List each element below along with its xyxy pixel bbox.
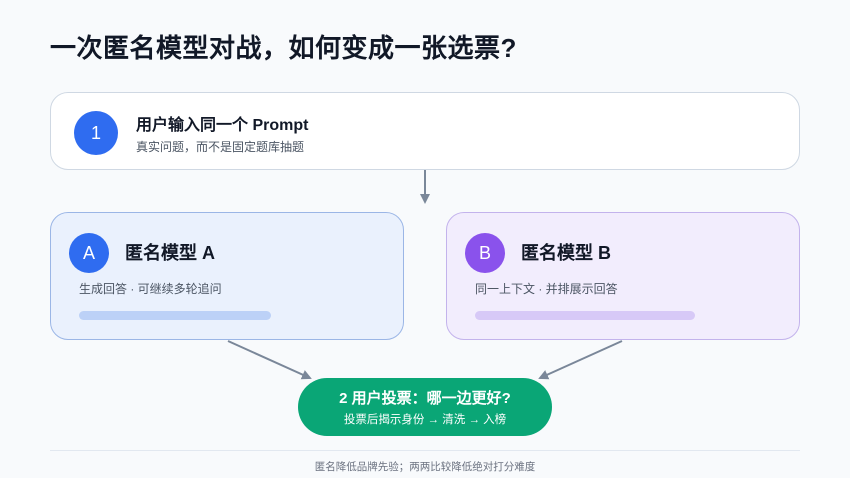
page-title: 一次匿名模型对战，如何变成一张选票? <box>50 33 517 63</box>
model-a-badge: A <box>69 233 109 273</box>
step1-subtitle: 真实问题，而不是固定题库抽题 <box>136 140 305 154</box>
step2-vote-pill: 2 用户投票：哪一边更好? 投票后揭示身份 → 清洗 → 入榜 <box>298 378 552 436</box>
model-a-card: A 匿名模型 A 生成回答 · 可继续多轮追问 <box>50 212 404 340</box>
model-b-response-placeholder-bar <box>475 311 695 320</box>
model-b-subtitle: 同一上下文 · 并排展示回答 <box>475 282 618 296</box>
step1-heading: 用户输入同一个 Prompt <box>136 117 309 134</box>
model-b-card: B 匿名模型 B 同一上下文 · 并排展示回答 <box>446 212 800 340</box>
arrow-model-a-to-vote <box>227 340 312 380</box>
footer-note: 匿名降低品牌先验；两两比较降低绝对打分难度 <box>314 461 536 473</box>
model-a-heading: 匿名模型 A <box>125 243 215 263</box>
model-b-badge: B <box>465 233 505 273</box>
step2-subtitle: 投票后揭示身份 → 清洗 → 入榜 <box>343 414 507 426</box>
model-a-subtitle: 生成回答 · 可继续多轮追问 <box>79 282 222 296</box>
model-b-heading: 匿名模型 B <box>521 243 611 263</box>
model-a-response-placeholder-bar <box>79 311 271 320</box>
arrow-model-b-to-vote <box>538 340 623 380</box>
step1-prompt-card: 1 用户输入同一个 Prompt 真实问题，而不是固定题库抽题 <box>50 92 800 170</box>
step1-number-badge: 1 <box>74 111 118 155</box>
footer-divider <box>50 450 800 451</box>
step2-heading: 2 用户投票：哪一边更好? <box>339 390 511 407</box>
